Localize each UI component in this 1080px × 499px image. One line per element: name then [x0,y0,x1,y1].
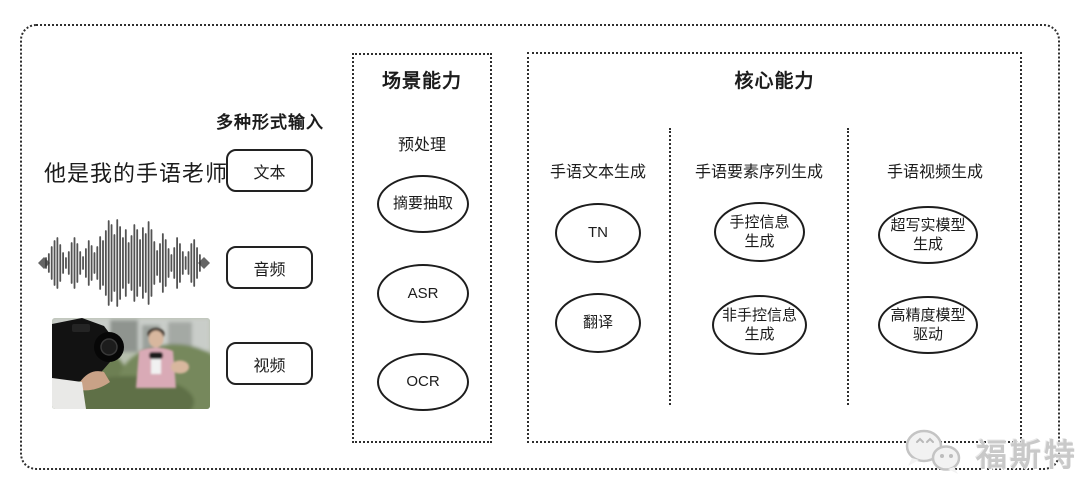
node-label-line1: 手控信息 [729,213,790,231]
scene-section-title: 场景能力 [381,71,462,92]
node-label-line2: 生成 [744,326,775,343]
watermark: 福斯特 [898,424,1078,480]
node-label: TN [588,224,608,242]
input-box-audio-label: 音频 [253,261,286,279]
node-summary-extraction: 摘要抽取 [377,175,469,233]
scene-capability-box [352,53,492,443]
column-header-sign-element-sequence-generation: 手语要素序列生成 [694,164,823,181]
column-header-sign-video-generation: 手语视频生成 [886,164,983,181]
waveform-left-cap [38,257,50,269]
node-ocr: OCR [377,353,469,411]
waveform-right-cap [198,257,210,269]
node-label-line2: 生成 [912,236,943,253]
preprocess-label: 预处理 [397,137,446,154]
core-column-divider-1 [669,128,671,405]
video-frame-photo [52,318,210,409]
input-box-video-label: 视频 [253,357,286,375]
node-non-manual-info-generation: 非手控信息 生成 [712,295,807,355]
column-header-sign-text-generation: 手语文本生成 [549,164,646,181]
node-label-line1: 非手控信息 [721,306,797,324]
node-label-line1: 超写实模型 [890,216,966,234]
node-hyperrealistic-model-generation: 超写实模型 生成 [878,206,978,264]
node-label-line2: 生成 [744,233,775,250]
input-section-title: 多种形式输入 [216,113,324,132]
node-asr: ASR [377,264,469,323]
node-manual-info-generation: 手控信息 生成 [714,202,805,262]
node-translation: 翻译 [555,293,641,353]
reporter-photo-illustration [52,318,210,409]
node-label-line2: 驱动 [912,326,943,343]
node-high-precision-model-driving: 高精度模型 驱动 [878,296,978,354]
input-box-text: 文本 [226,149,313,192]
node-label-line1: 高精度模型 [890,306,966,324]
outer-dotted-border [20,24,1060,470]
core-capability-box [527,52,1022,443]
input-box-audio: 音频 [226,246,313,289]
node-label: 摘要抽取 [392,195,453,213]
node-label: OCR [406,373,440,391]
input-box-video: 视频 [226,342,313,385]
watermark-text: 福斯特 [976,437,1078,473]
wechat-bubbles-icon [905,429,961,474]
core-section-title: 核心能力 [734,71,815,92]
input-box-text-label: 文本 [253,164,286,182]
sample-sentence-text: 他是我的手语老师 [44,161,229,186]
node-label: 翻译 [582,314,613,332]
audio-waveform-icon [38,219,210,307]
core-column-divider-2 [847,128,849,405]
node-tn: TN [555,203,641,263]
node-label: ASR [407,284,439,302]
